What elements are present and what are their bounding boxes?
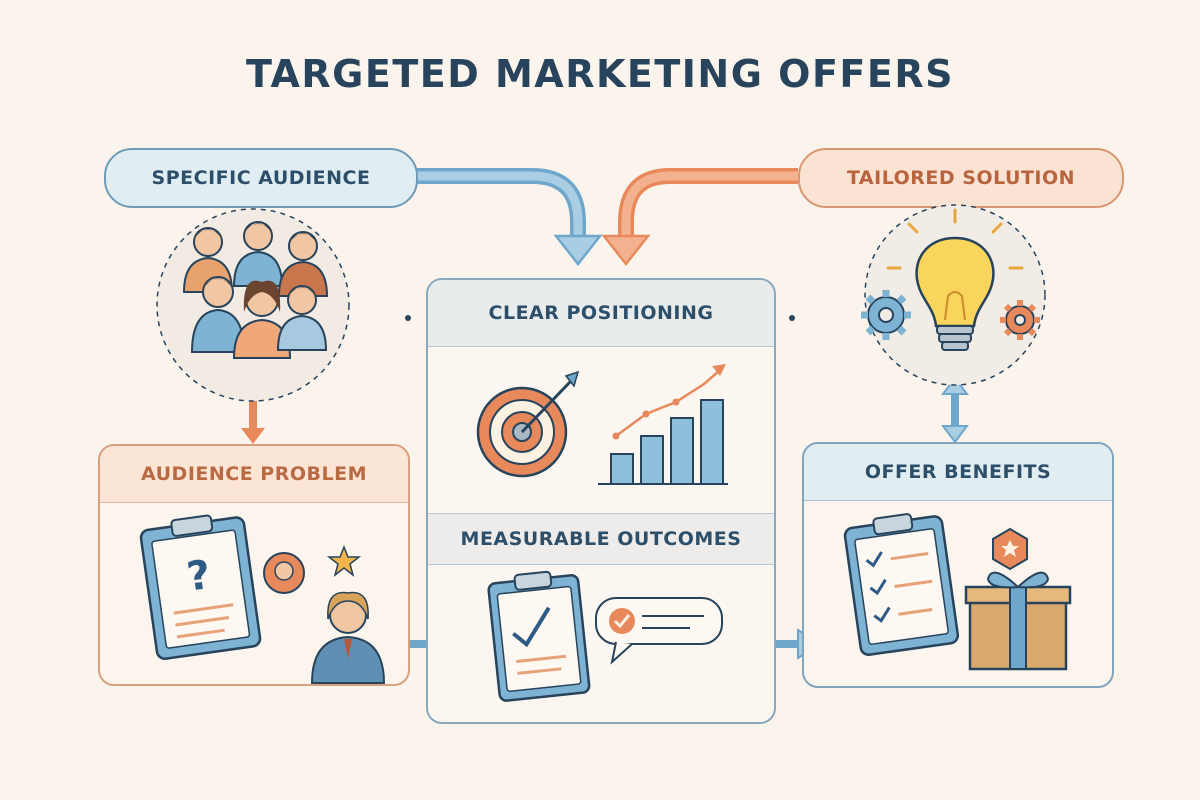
double-arrow-solution-benefits (941, 376, 969, 444)
node-clear-positioning: CLEAR POSITIONING MEASURABLE OUTCOMES (426, 278, 776, 724)
panel-header: OFFER BENEFITS (804, 444, 1112, 501)
people-group-icon (182, 221, 329, 359)
stressed-person-icon (310, 591, 386, 684)
positioning-illustration (476, 364, 728, 485)
node-measurable-outcomes: MEASURABLE OUTCOMES (428, 513, 774, 565)
node-label: OFFER BENEFITS (864, 461, 1052, 483)
arrow-head-orange (601, 234, 651, 267)
panel-header: CLEAR POSITIONING (428, 280, 774, 347)
page-title: TARGETED MARKETING OFFERS (246, 52, 954, 96)
gift-box-icon (964, 571, 1072, 671)
clipboard-question-icon: ? (139, 514, 262, 660)
clipboard-check-icon (843, 513, 960, 656)
node-label: SPECIFIC AUDIENCE (151, 167, 371, 189)
node-tailored-solution: TAILORED SOLUTION (798, 148, 1124, 208)
star-badge-icon (326, 544, 362, 577)
star-badge-icon (992, 527, 1028, 571)
outcomes-illustration (487, 570, 723, 702)
node-label: MEASURABLE OUTCOMES (460, 528, 742, 550)
gear-icon (1000, 300, 1040, 340)
arrow-head-blue (553, 234, 603, 267)
target-icon (476, 370, 580, 478)
benefits-illustration (843, 513, 1072, 671)
problem-illustration: ? (139, 514, 386, 684)
panel-header: AUDIENCE PROBLEM (100, 446, 408, 503)
lightbulb-icon (886, 208, 1024, 351)
node-specific-audience: SPECIFIC AUDIENCE (104, 148, 418, 208)
node-offer-benefits: OFFER BENEFITS (802, 442, 1114, 688)
node-audience-problem: AUDIENCE PROBLEM ? (98, 444, 410, 686)
gear-icon (861, 290, 911, 340)
node-label: CLEAR POSITIONING (488, 302, 714, 324)
node-label: AUDIENCE PROBLEM (141, 463, 367, 485)
clipboard-check-icon (487, 570, 591, 702)
avatar-icon (263, 552, 305, 594)
speech-bubble-check-icon (595, 597, 723, 665)
bar-chart-icon (598, 364, 728, 485)
node-label: TAILORED SOLUTION (846, 167, 1076, 189)
